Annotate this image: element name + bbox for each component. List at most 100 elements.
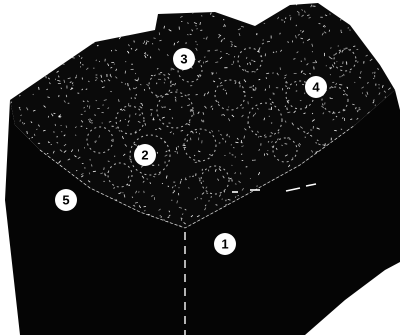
speckle bbox=[278, 133, 279, 134]
speckle bbox=[240, 173, 241, 175]
speckle bbox=[4, 5, 5, 6]
speckle bbox=[241, 140, 242, 143]
speckle bbox=[72, 45, 75, 46]
speckle bbox=[72, 58, 75, 59]
speckle bbox=[135, 73, 136, 74]
speckle bbox=[17, 21, 18, 23]
speckle bbox=[43, 59, 44, 60]
speckle bbox=[237, 1, 238, 2]
speckle bbox=[231, 144, 232, 145]
speckle bbox=[371, 43, 372, 44]
speckle bbox=[87, 10, 88, 12]
marker-2-label: 2 bbox=[141, 148, 148, 163]
speckle bbox=[357, 20, 359, 22]
speckle bbox=[288, 1, 290, 2]
speckle bbox=[24, 34, 26, 36]
marker-3-label: 3 bbox=[180, 52, 187, 67]
speckle bbox=[146, 2, 148, 4]
speckle bbox=[107, 14, 108, 15]
marker-4: 4 bbox=[305, 76, 327, 98]
marker-2: 2 bbox=[134, 144, 156, 166]
speckle bbox=[154, 12, 156, 14]
speckle bbox=[232, 64, 233, 65]
speckle bbox=[244, 9, 246, 11]
speckle bbox=[181, 179, 182, 180]
speckle bbox=[174, 190, 175, 191]
speckle bbox=[104, 167, 105, 170]
speckle bbox=[62, 131, 63, 132]
speckle bbox=[86, 33, 87, 35]
speckle bbox=[103, 34, 105, 36]
speckle bbox=[368, 13, 371, 14]
speckle bbox=[176, 2, 177, 3]
speckle bbox=[339, 85, 342, 86]
speckle bbox=[2, 60, 4, 62]
speckle bbox=[54, 41, 56, 43]
speckle bbox=[11, 43, 12, 45]
speckle bbox=[397, 11, 398, 13]
speckle bbox=[358, 61, 359, 63]
speckle bbox=[228, 107, 229, 108]
speckle bbox=[33, 63, 34, 66]
speckle bbox=[370, 8, 373, 9]
speckle bbox=[97, 45, 98, 46]
speckle bbox=[218, 8, 219, 9]
speckle bbox=[223, 138, 224, 140]
speckle bbox=[232, 165, 233, 166]
speckle bbox=[59, 76, 60, 78]
speckle bbox=[330, 14, 331, 15]
speckle bbox=[370, 43, 372, 44]
speckle bbox=[164, 83, 165, 84]
speckle bbox=[14, 1, 16, 2]
speckle bbox=[234, 56, 235, 57]
marker-5: 5 bbox=[55, 189, 77, 211]
speckle bbox=[227, 134, 228, 136]
speckle bbox=[212, 16, 214, 17]
speckle bbox=[303, 132, 305, 133]
speckle bbox=[296, 91, 297, 92]
speckle bbox=[129, 0, 130, 2]
speckle bbox=[282, 2, 284, 3]
speckle bbox=[101, 36, 104, 37]
speckle bbox=[33, 94, 34, 95]
speckle bbox=[343, 9, 344, 11]
speckle bbox=[210, 5, 211, 8]
speckle bbox=[25, 58, 27, 59]
speckle bbox=[104, 80, 105, 81]
speckle bbox=[130, 14, 131, 15]
speckle bbox=[348, 28, 349, 29]
speckle bbox=[151, 22, 153, 23]
speckle bbox=[252, 60, 253, 61]
speckle bbox=[381, 48, 382, 50]
speckle bbox=[77, 38, 79, 39]
speckle bbox=[54, 42, 56, 43]
speckle bbox=[17, 7, 18, 8]
speckle bbox=[188, 4, 190, 5]
speckle bbox=[285, 144, 288, 145]
speckle bbox=[366, 32, 367, 35]
speckle bbox=[371, 3, 373, 5]
speckle bbox=[159, 10, 160, 12]
speckle bbox=[329, 6, 332, 7]
speckle bbox=[368, 38, 370, 39]
speckle bbox=[26, 20, 28, 22]
speckle bbox=[392, 36, 394, 38]
speckle bbox=[359, 10, 361, 11]
marker-1-label: 1 bbox=[221, 237, 228, 252]
speckle bbox=[53, 61, 55, 62]
speckle bbox=[96, 100, 97, 101]
speckle bbox=[377, 4, 378, 5]
speckle bbox=[37, 45, 39, 46]
speckle bbox=[81, 28, 83, 30]
speckle bbox=[119, 7, 120, 9]
speckle bbox=[375, 35, 376, 37]
speckle bbox=[13, 84, 14, 87]
speckle bbox=[0, 85, 1, 86]
speckle bbox=[367, 17, 369, 18]
speckle bbox=[316, 142, 317, 143]
speckle bbox=[391, 45, 393, 47]
speckle bbox=[223, 13, 224, 15]
speckle bbox=[255, 9, 257, 11]
speckle bbox=[366, 44, 369, 45]
speckle bbox=[68, 34, 70, 35]
